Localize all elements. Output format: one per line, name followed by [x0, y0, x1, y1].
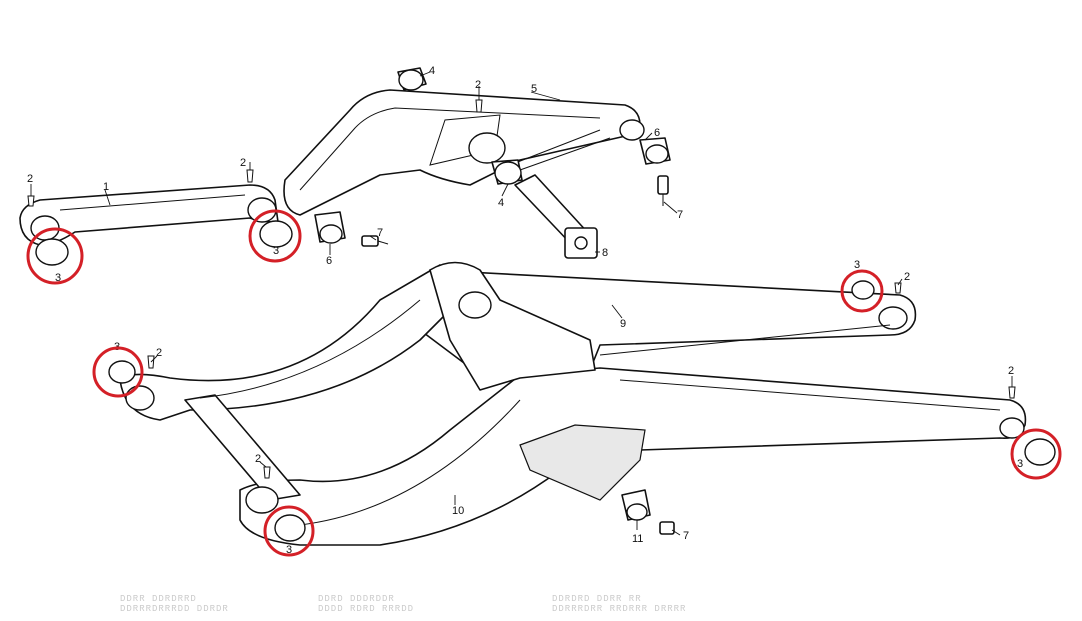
label-9: 9	[620, 318, 626, 330]
footer-line: DDRDRD DDRR RR	[552, 594, 642, 604]
highlight-ring	[26, 227, 84, 285]
part-11-pin	[621, 489, 651, 521]
part-8-pin-plate	[514, 174, 598, 259]
part-1-link-arm	[19, 184, 279, 246]
highlight-ring	[1010, 428, 1062, 480]
footer-line: DDRRRDRRRDD DDRDR	[120, 604, 229, 614]
label-11: 11	[632, 533, 643, 545]
label-7: 7	[683, 530, 689, 542]
label-1: 1	[103, 181, 109, 193]
part-7-bolt-lower	[659, 521, 675, 535]
label-8: 8	[602, 247, 608, 259]
footer-line: DDRR DDRDRRD	[120, 594, 197, 604]
label-7: 7	[677, 209, 683, 221]
footer-block-1: DDRR DDRDRRD DDRRRDRRRDD DDRDR	[120, 594, 229, 614]
part-6-pin-right	[639, 137, 671, 165]
label-2: 2	[1008, 365, 1014, 377]
footer-line: DDRD DDDRDDR	[318, 594, 395, 604]
part-5-upper-bracket	[283, 89, 645, 216]
part-4-bushing-lower	[491, 159, 523, 185]
highlight-ring	[248, 209, 302, 263]
label-3: 3	[286, 544, 292, 556]
part-10-main-frame	[119, 261, 1027, 546]
footer-block-2: DDRD DDDRDDR DDDD RDRD RRRDD	[318, 594, 414, 614]
part-labels: 2 1 2 3 3 4 2 5 6 7 4 7 6 8 9 3 2 3 2 2 …	[27, 65, 1023, 556]
label-6: 6	[654, 127, 660, 139]
highlight-ring	[92, 346, 144, 398]
footer-block-3: DDRDRD DDRR RR DDRRRDRR RRDRRR DRRRR	[552, 594, 686, 614]
part-7-bolt-left	[361, 235, 389, 247]
part-3-bushings	[35, 220, 1056, 542]
label-2: 2	[255, 453, 261, 465]
label-3: 3	[273, 245, 279, 257]
callout-leaders	[30, 71, 1013, 536]
label-4: 4	[429, 65, 435, 77]
highlight-ring	[840, 269, 884, 313]
highlight-rings	[26, 209, 1062, 557]
label-2: 2	[904, 271, 910, 283]
label-3: 3	[854, 259, 860, 271]
label-4: 4	[498, 197, 504, 209]
label-7: 7	[377, 227, 383, 239]
label-5: 5	[531, 83, 537, 95]
part-6-pin-left	[314, 211, 346, 244]
part-7-bolt-upper-right	[657, 175, 669, 206]
label-10: 10	[452, 505, 464, 517]
highlight-ring	[263, 505, 315, 557]
label-2: 2	[240, 157, 246, 169]
footer-line: DDRRRDRR RRDRRR DRRRR	[552, 604, 687, 614]
label-2: 2	[475, 79, 481, 91]
part-4-bushing-top	[397, 67, 427, 91]
label-3: 3	[55, 272, 61, 284]
label-2: 2	[156, 347, 162, 359]
footer-line: DDDD RDRD RRRDD	[318, 604, 415, 614]
label-2: 2	[27, 173, 33, 185]
label-6: 6	[326, 255, 332, 267]
label-3: 3	[1017, 458, 1023, 470]
